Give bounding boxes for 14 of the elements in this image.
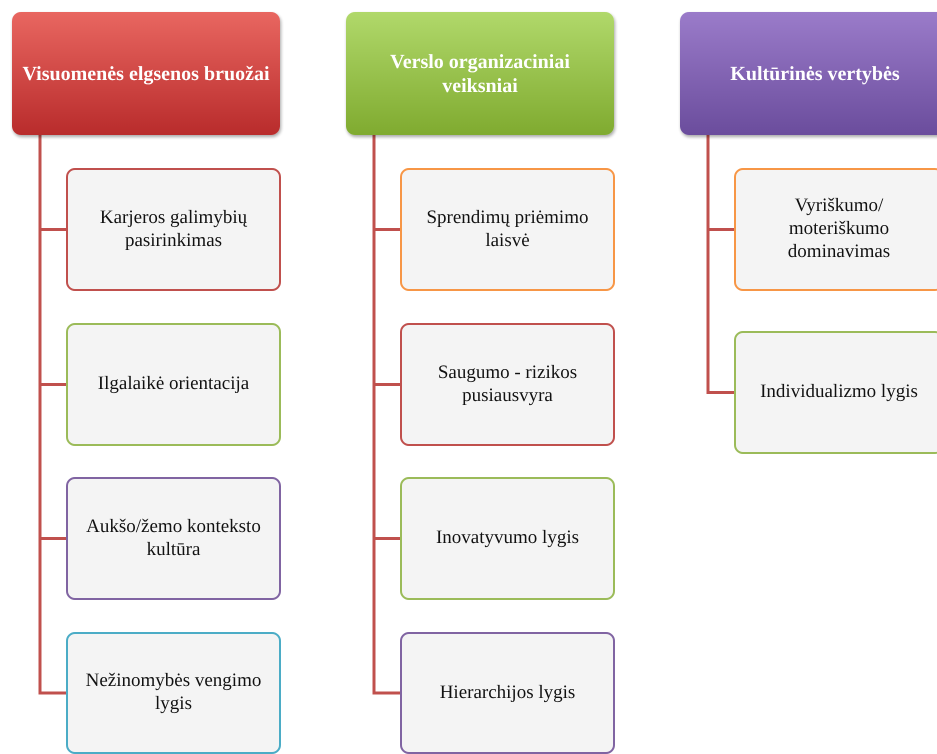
factor-box: Sprendimų priėmimo laisvė — [400, 168, 615, 291]
factor-box: Hierarchijos lygis — [400, 632, 615, 754]
factor-box: Vyriškumo/ moteriškumo dominavimas — [734, 168, 937, 291]
category-header: Verslo organizaciniai veiksniai — [346, 12, 614, 135]
factor-box: Individualizmo lygis — [734, 331, 937, 454]
factor-box: Inovatyvumo lygis — [400, 477, 615, 600]
factor-box: Ilgalaikė orientacija — [66, 323, 281, 446]
category-header: Visuomenės elgsenos bruožai — [12, 12, 280, 135]
factor-box: Aukšo/žemo konteksto kultūra — [66, 477, 281, 600]
factor-box: Karjeros galimybių pasirinkimas — [66, 168, 281, 291]
connector-line — [706, 135, 734, 394]
factor-box: Saugumo - rizikos pusiausvyra — [400, 323, 615, 446]
category-header: Kultūrinės vertybės — [680, 12, 937, 135]
factor-box: Nežinomybės vengimo lygis — [66, 632, 281, 754]
